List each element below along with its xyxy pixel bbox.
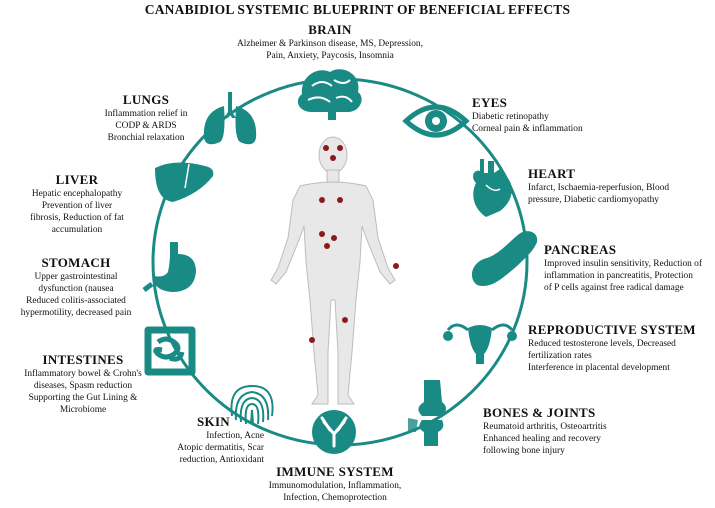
organ-effect-line: Hepatic encephalopathy <box>31 189 123 199</box>
page-title: CANABIDIOL SYSTEMIC BLUEPRINT OF BENEFIC… <box>144 2 571 17</box>
lungs-icon <box>203 92 257 145</box>
organ-name: INTESTINES <box>42 352 124 367</box>
organ-block-bones: BONES & JOINTS Reumatoid arthritis, Oste… <box>483 405 683 457</box>
organ-effect-line: Supporting the Gut Lining & <box>28 393 138 403</box>
organ-effect-line: CODP & ARDS <box>115 121 177 131</box>
organ-effect-line: following bone injury <box>483 446 565 456</box>
organ-effect-line: accumulation <box>51 225 103 235</box>
knee-joint-icon <box>408 380 446 446</box>
organ-block-skin: SKIN Infection, Acne Atopic dermatitis, … <box>120 414 264 466</box>
organ-block-intestines: INTESTINES Inflammatory bowel & Crohn's … <box>8 352 158 416</box>
pancreas-icon <box>471 231 538 286</box>
organ-name: REPRODUCTIVE SYSTEM <box>528 322 696 337</box>
organ-effect-line: Atopic dermatitis, Scar <box>177 443 264 453</box>
organ-block-pancreas: PANCREAS Improved insulin sensitivity, R… <box>544 242 714 294</box>
eye-icon <box>402 104 470 138</box>
organ-effect-line: reduction, Antioxidant <box>179 455 264 465</box>
uterus-icon <box>443 323 517 364</box>
organ-effect-line: Reduced testosterone levels, Decreased <box>528 339 676 349</box>
organ-effect-line: Inflammation relief in <box>104 109 188 119</box>
organ-block-liver: LIVER Hepatic encephalopathy Prevention … <box>12 172 142 236</box>
organ-effect-line: pressure, Diabetic cardiomyopathy <box>528 195 659 205</box>
organ-name: LUNGS <box>122 92 170 107</box>
organ-effect-line: Bronchial relaxation <box>107 133 185 143</box>
heart-icon <box>473 159 512 217</box>
organ-effect-line: Reduced colitis-associated <box>26 296 126 306</box>
organ-block-heart: HEART Infarct, Ischaemia-reperfusion, Bl… <box>528 166 713 206</box>
organ-block-eyes: EYES Diabetic retinopathy Corneal pain &… <box>472 95 672 135</box>
organ-name: SKIN <box>197 414 230 429</box>
organ-effect-line: Pain, Anxiety, Paycosis, Insomnia <box>266 51 394 61</box>
organ-block-brain: BRAIN Alzheimer & Parkinson disease, MS,… <box>200 22 460 62</box>
organ-effect-line: Infection, Chemoprotection <box>283 493 387 503</box>
organ-effect-line: Enhanced healing and recovery <box>483 434 601 444</box>
organ-effect-line: Microbiome <box>59 405 107 415</box>
organ-name: HEART <box>528 166 576 181</box>
organ-effect-line: of P cells against free radical damage <box>544 283 684 293</box>
organ-effect-line: diseases, Spasm reduction <box>33 381 133 391</box>
organ-effect-line: Corneal pain & inflammation <box>472 124 583 134</box>
organ-name: LIVER <box>55 172 99 187</box>
organ-block-lungs: LUNGS Inflammation relief in CODP & ARDS… <box>82 92 210 144</box>
organ-name: IMMUNE SYSTEM <box>276 464 394 479</box>
organ-effect-line: Infection, Acne <box>206 431 264 441</box>
organ-effect-line: fertilization rates <box>528 351 592 361</box>
organ-effect-line: Inflammatory bowel & Crohn's <box>24 369 142 379</box>
organ-name: BRAIN <box>308 22 352 37</box>
organ-block-immune: IMMUNE SYSTEM Immunomodulation, Inflamma… <box>230 464 440 504</box>
organ-name: BONES & JOINTS <box>483 405 596 420</box>
organ-effect-line: Reumatoid arthritis, Osteoartritis <box>483 422 607 432</box>
organ-effect-line: Interference in placental development <box>528 363 670 373</box>
organ-name: PANCREAS <box>544 242 617 257</box>
organ-effect-line: Upper gastrointestinal <box>34 272 118 282</box>
effect-markers <box>309 145 399 343</box>
organ-effect-line: Immunomodulation, Inflammation, <box>268 481 402 491</box>
organ-block-reproductive: REPRODUCTIVE SYSTEM Reduced testosterone… <box>528 322 714 374</box>
organ-effect-line: Infarct, Ischaemia-reperfusion, Blood <box>528 183 670 193</box>
liver-icon <box>155 162 214 202</box>
stomach-icon <box>142 242 196 292</box>
organ-effect-line: inflammation in pancreatitis, Protection <box>544 271 693 281</box>
fingerprint-icon <box>230 384 274 425</box>
brain-icon <box>297 69 362 120</box>
intestines-icon <box>144 326 196 376</box>
organ-effect-line: hypermotility, decreased pain <box>20 308 132 318</box>
organ-effect-line: Improved insulin sensitivity, Reduction … <box>544 259 702 269</box>
organ-effect-line: dysfunction (nausea <box>38 284 114 294</box>
organ-name: STOMACH <box>41 255 111 270</box>
organ-name: EYES <box>472 95 508 110</box>
organ-effect-line: Alzheimer & Parkinson disease, MS, Depre… <box>237 39 423 49</box>
organ-effect-line: Diabetic retinopathy <box>472 112 549 122</box>
human-body-figure <box>270 136 396 405</box>
organ-effect-line: fibrosis, Reduction of fat <box>30 213 124 223</box>
organ-block-stomach: STOMACH Upper gastrointestinal dysfuncti… <box>6 255 146 319</box>
organ-effect-line: Prevention of liver <box>41 201 113 211</box>
antibody-icon <box>312 410 356 454</box>
